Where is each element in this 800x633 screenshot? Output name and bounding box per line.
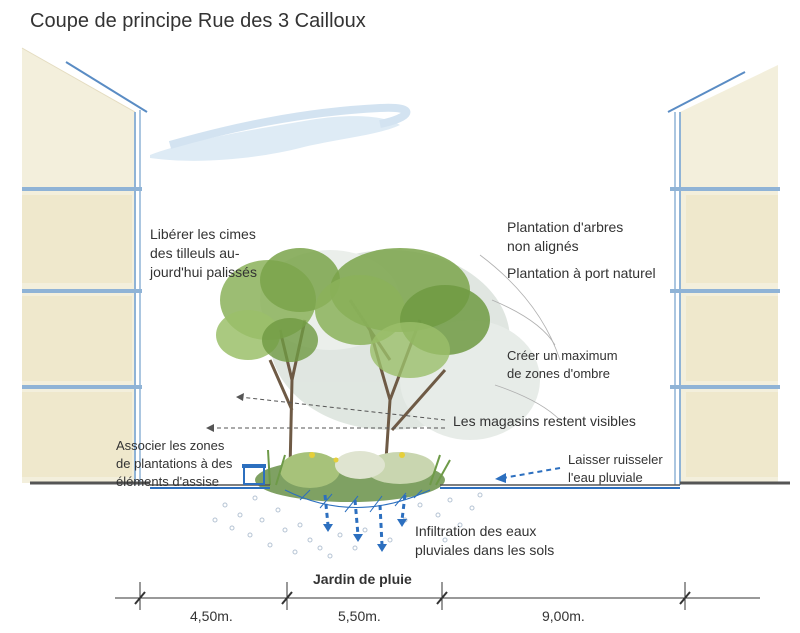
diagram-title: Coupe de principe Rue des 3 Cailloux bbox=[30, 10, 366, 32]
annotation-shops-visible: Les magasins restent visibles bbox=[453, 413, 636, 429]
visibility-lines bbox=[210, 396, 446, 429]
annotation-natural-form: Plantation à port naturel bbox=[507, 265, 656, 281]
dimension-label: 5,50m. bbox=[338, 608, 381, 624]
annotation-runoff: Laisser ruisseler l'eau pluviale bbox=[568, 452, 663, 485]
left-building bbox=[21, 47, 148, 485]
right-building bbox=[667, 65, 780, 485]
annotation-shade-zones: Créer un maximum de zones d'ombre bbox=[507, 348, 618, 381]
annotation-tree-planting: Plantation d'arbres non alignés bbox=[507, 219, 624, 254]
rain-garden-planting bbox=[255, 449, 451, 502]
runoff-arrow bbox=[495, 467, 561, 483]
dimension-label: 4,50m. bbox=[190, 608, 233, 624]
annotation-seating: Associer les zones de plantations à des … bbox=[116, 438, 233, 489]
rain-garden-label: Jardin de pluie bbox=[313, 571, 412, 587]
dimension-label: 9,00m. bbox=[542, 608, 585, 624]
soil-gravel bbox=[212, 492, 483, 559]
annotation-infiltration: Infiltration des eaux pluviales dans les… bbox=[415, 523, 555, 558]
dimension-line bbox=[115, 582, 760, 610]
infiltration-arrows bbox=[323, 494, 407, 546]
tree-right bbox=[315, 248, 490, 476]
seating-bench bbox=[242, 464, 266, 485]
sky-wash bbox=[150, 103, 411, 161]
annotation-free-canopy: Libérer les cimes des tilleuls au- jourd… bbox=[150, 226, 257, 280]
